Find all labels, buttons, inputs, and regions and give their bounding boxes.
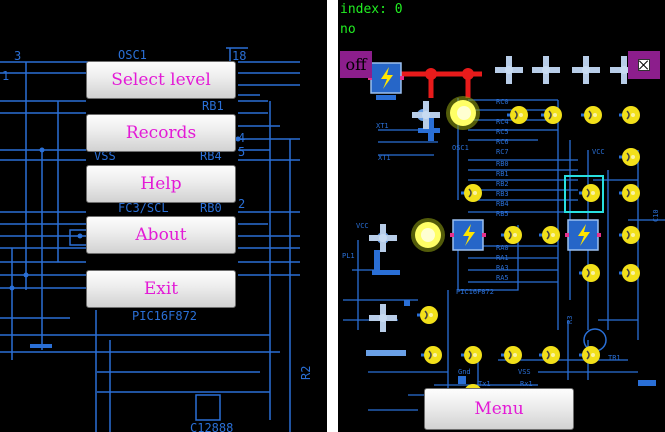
pin-label: 5 <box>238 145 245 159</box>
rb-label: RB1 <box>496 170 509 178</box>
vcc-label-2: VCC <box>592 148 605 156</box>
off-button[interactable]: off <box>340 51 372 78</box>
tx1-label: Tx1 <box>478 380 491 388</box>
rb1-label: RB1 <box>202 99 224 113</box>
rb-label: RB4 <box>496 200 509 208</box>
rc-label: RC5 <box>496 128 509 136</box>
pin-label: 1 <box>2 69 9 83</box>
ra-label: RA1 <box>496 254 509 262</box>
index-readout: index: 0 <box>340 2 403 17</box>
gnd-label: Gnd <box>458 368 471 376</box>
rb0-label: RB0 <box>200 201 222 215</box>
rb-label: RB5 <box>496 210 509 218</box>
ra-label: RA0 <box>496 244 509 252</box>
rx1-label: Rx1 <box>520 380 533 388</box>
rb-label: RB0 <box>496 160 509 168</box>
ra-label: RA5 <box>496 274 509 282</box>
fc3-label: FC3/SCL <box>118 201 169 215</box>
vss-label: VSS <box>94 149 116 163</box>
r2-label: R2 <box>299 366 313 380</box>
lit-bulb-icon <box>411 96 480 252</box>
game-board-screen: XT1 XT1 OSC1 VCC PL1 PIC16F872 RB0 RB1 R… <box>338 0 665 432</box>
close-icon <box>638 59 650 71</box>
pin-label: 4 <box>238 131 245 145</box>
rc-label: RC0 <box>496 98 509 106</box>
tr1-label: TR1 <box>608 354 621 362</box>
rc-label: RC7 <box>496 148 509 156</box>
chip-label: PIC16F872 <box>456 288 494 296</box>
selection-cursor <box>564 175 604 213</box>
select-level-button[interactable]: Select level <box>86 61 236 99</box>
answer-readout: no <box>340 22 356 37</box>
close-button[interactable] <box>628 51 660 79</box>
circuit-schematic-background: 3 1 18 2 4 5 VSS RB4 RB1 OSC1 FC3/SCL RB… <box>0 47 313 432</box>
pin-label: 18 <box>232 49 246 63</box>
rb4-label: RB4 <box>200 149 222 163</box>
pl1-label: PL1 <box>342 252 355 260</box>
vcc-label: VCC <box>356 222 369 230</box>
pin-label: 3 <box>14 49 21 63</box>
chip-label: PIC16F872 <box>132 309 197 323</box>
vss-label: VSS <box>518 368 531 376</box>
bulb-icon <box>415 104 642 404</box>
pin-label: 2 <box>238 197 245 211</box>
osc1-label: OSC1 <box>452 144 469 152</box>
r3-label: R3 <box>566 316 574 324</box>
part-label: C12888 <box>190 421 233 432</box>
c10-label: C10 <box>652 209 660 222</box>
exit-button[interactable]: Exit <box>86 270 236 308</box>
rb-label: RB2 <box>496 180 509 188</box>
main-menu-screen: 3 1 18 2 4 5 VSS RB4 RB1 OSC1 FC3/SCL RB… <box>0 0 327 432</box>
records-button[interactable]: Records <box>86 114 236 152</box>
help-button[interactable]: Help <box>86 165 236 203</box>
menu-button[interactable]: Menu <box>424 388 574 430</box>
ra-label: RA3 <box>496 264 509 272</box>
about-button[interactable]: About <box>86 216 236 254</box>
rb-label: RB3 <box>496 190 509 198</box>
rc-label: RC4 <box>496 118 509 126</box>
osc-label: OSC1 <box>118 48 147 62</box>
rc-label: RC6 <box>496 138 509 146</box>
xt1-label-2: XT1 <box>378 154 391 162</box>
lightning-block-icon[interactable] <box>367 62 602 251</box>
xt1-label: XT1 <box>376 122 389 130</box>
game-circuit-board: XT1 XT1 OSC1 VCC PL1 PIC16F872 RB0 RB1 R… <box>342 56 665 411</box>
